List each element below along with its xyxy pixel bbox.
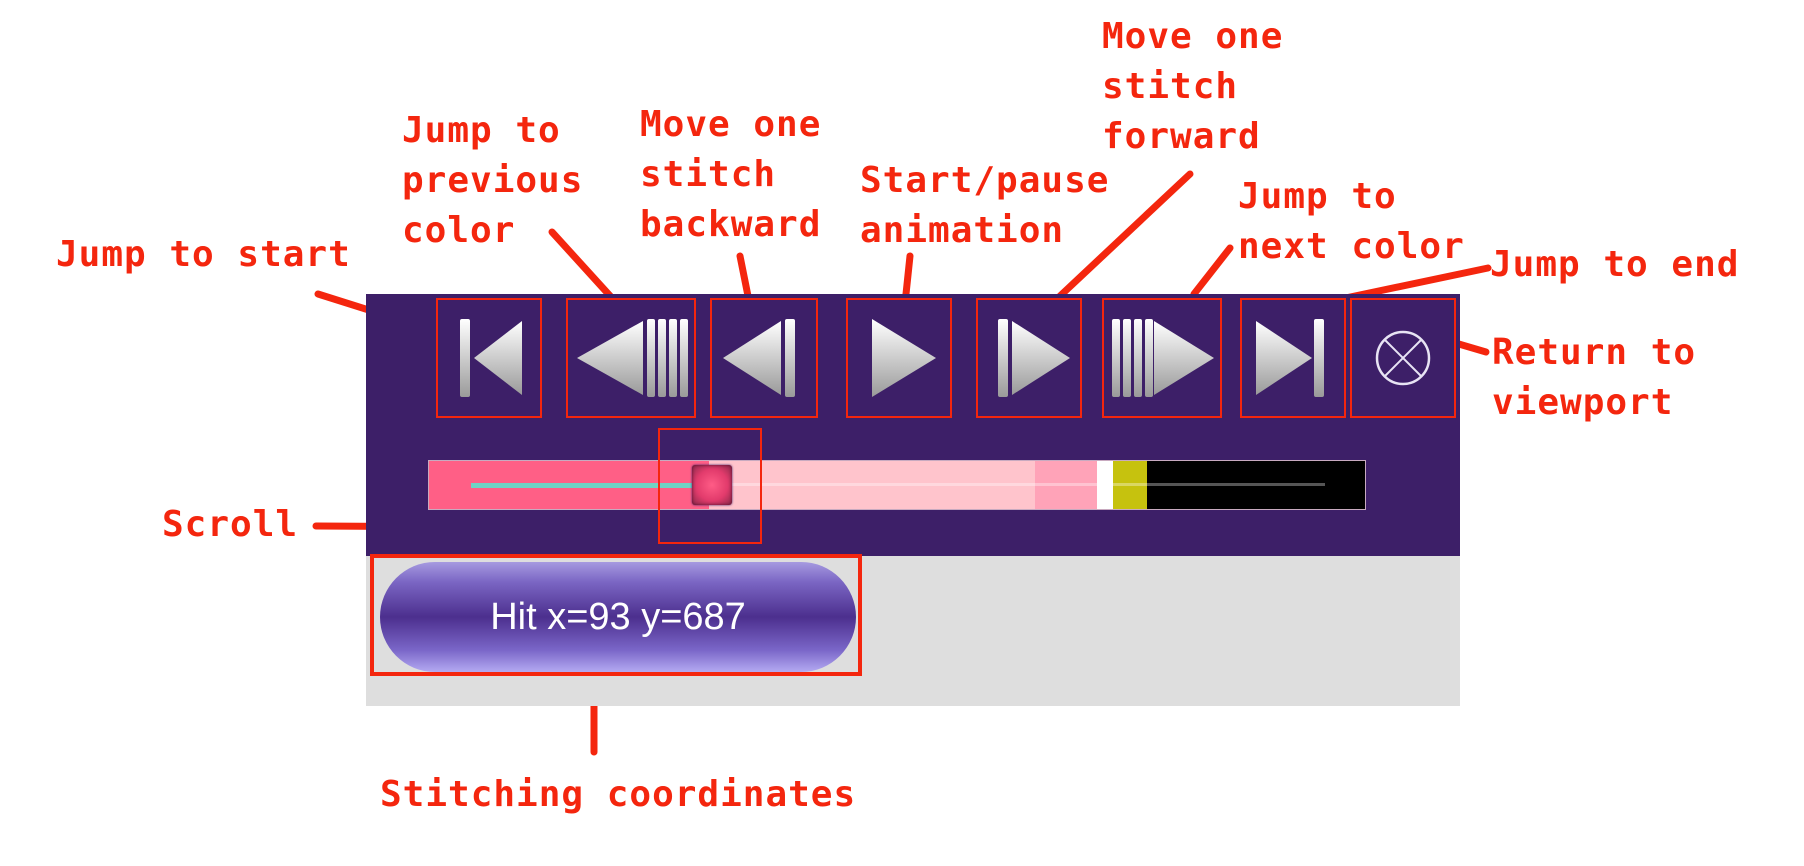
play-pause-button[interactable] — [846, 298, 952, 418]
step-forward-icon — [998, 319, 1070, 397]
label-start-pause-animation: Start/pause animation — [860, 160, 1110, 251]
circle-x-icon — [1375, 330, 1431, 386]
skip-to-start-icon — [460, 319, 522, 397]
label-move-one-stitch-backward: Move one stitch backward — [640, 104, 822, 245]
track-segment-color-4 — [1097, 461, 1113, 509]
label-scroll: Scroll — [162, 504, 299, 545]
label-jump-to-end: Jump to end — [1490, 244, 1740, 285]
label-jump-to-previous-color: Jump to previous color — [402, 110, 584, 251]
scroll-thumb-highlight[interactable] — [658, 428, 762, 544]
step-backward-button[interactable] — [710, 298, 818, 418]
scroll-thumb[interactable] — [692, 465, 732, 505]
track-remaining-line-light — [709, 483, 1205, 486]
track-remaining-line-dark — [1147, 483, 1325, 486]
rewind-color-icon — [577, 319, 688, 397]
forward-color-icon — [1112, 319, 1214, 397]
jump-to-start-button[interactable] — [436, 298, 542, 418]
step-forward-button[interactable] — [976, 298, 1082, 418]
track-progress-line — [471, 483, 711, 488]
play-icon — [872, 319, 936, 397]
label-stitching-coordinates: Stitching coordinates — [380, 774, 857, 815]
step-backward-icon — [723, 319, 795, 397]
jump-to-end-button[interactable] — [1240, 298, 1346, 418]
track-segment-color-5 — [1113, 461, 1147, 509]
return-to-viewport-button[interactable] — [1350, 298, 1456, 418]
skip-to-end-icon — [1256, 319, 1324, 397]
label-return-to-viewport: Return to viewport — [1492, 332, 1697, 423]
track-segment-current — [709, 461, 1035, 509]
previous-color-button[interactable] — [566, 298, 696, 418]
hit-coordinates-button[interactable]: Hit x=93 y=687 — [380, 562, 856, 672]
track-segment-color-3 — [1035, 461, 1097, 509]
stitch-progress-track[interactable] — [428, 460, 1366, 510]
next-color-button[interactable] — [1102, 298, 1222, 418]
label-jump-to-next-color: Jump to next color — [1238, 176, 1465, 267]
label-jump-to-start: Jump to start — [56, 234, 351, 275]
label-move-one-stitch-forward: Move one stitch forward — [1102, 16, 1284, 157]
stitching-coordinates-highlight: Hit x=93 y=687 — [370, 554, 862, 676]
